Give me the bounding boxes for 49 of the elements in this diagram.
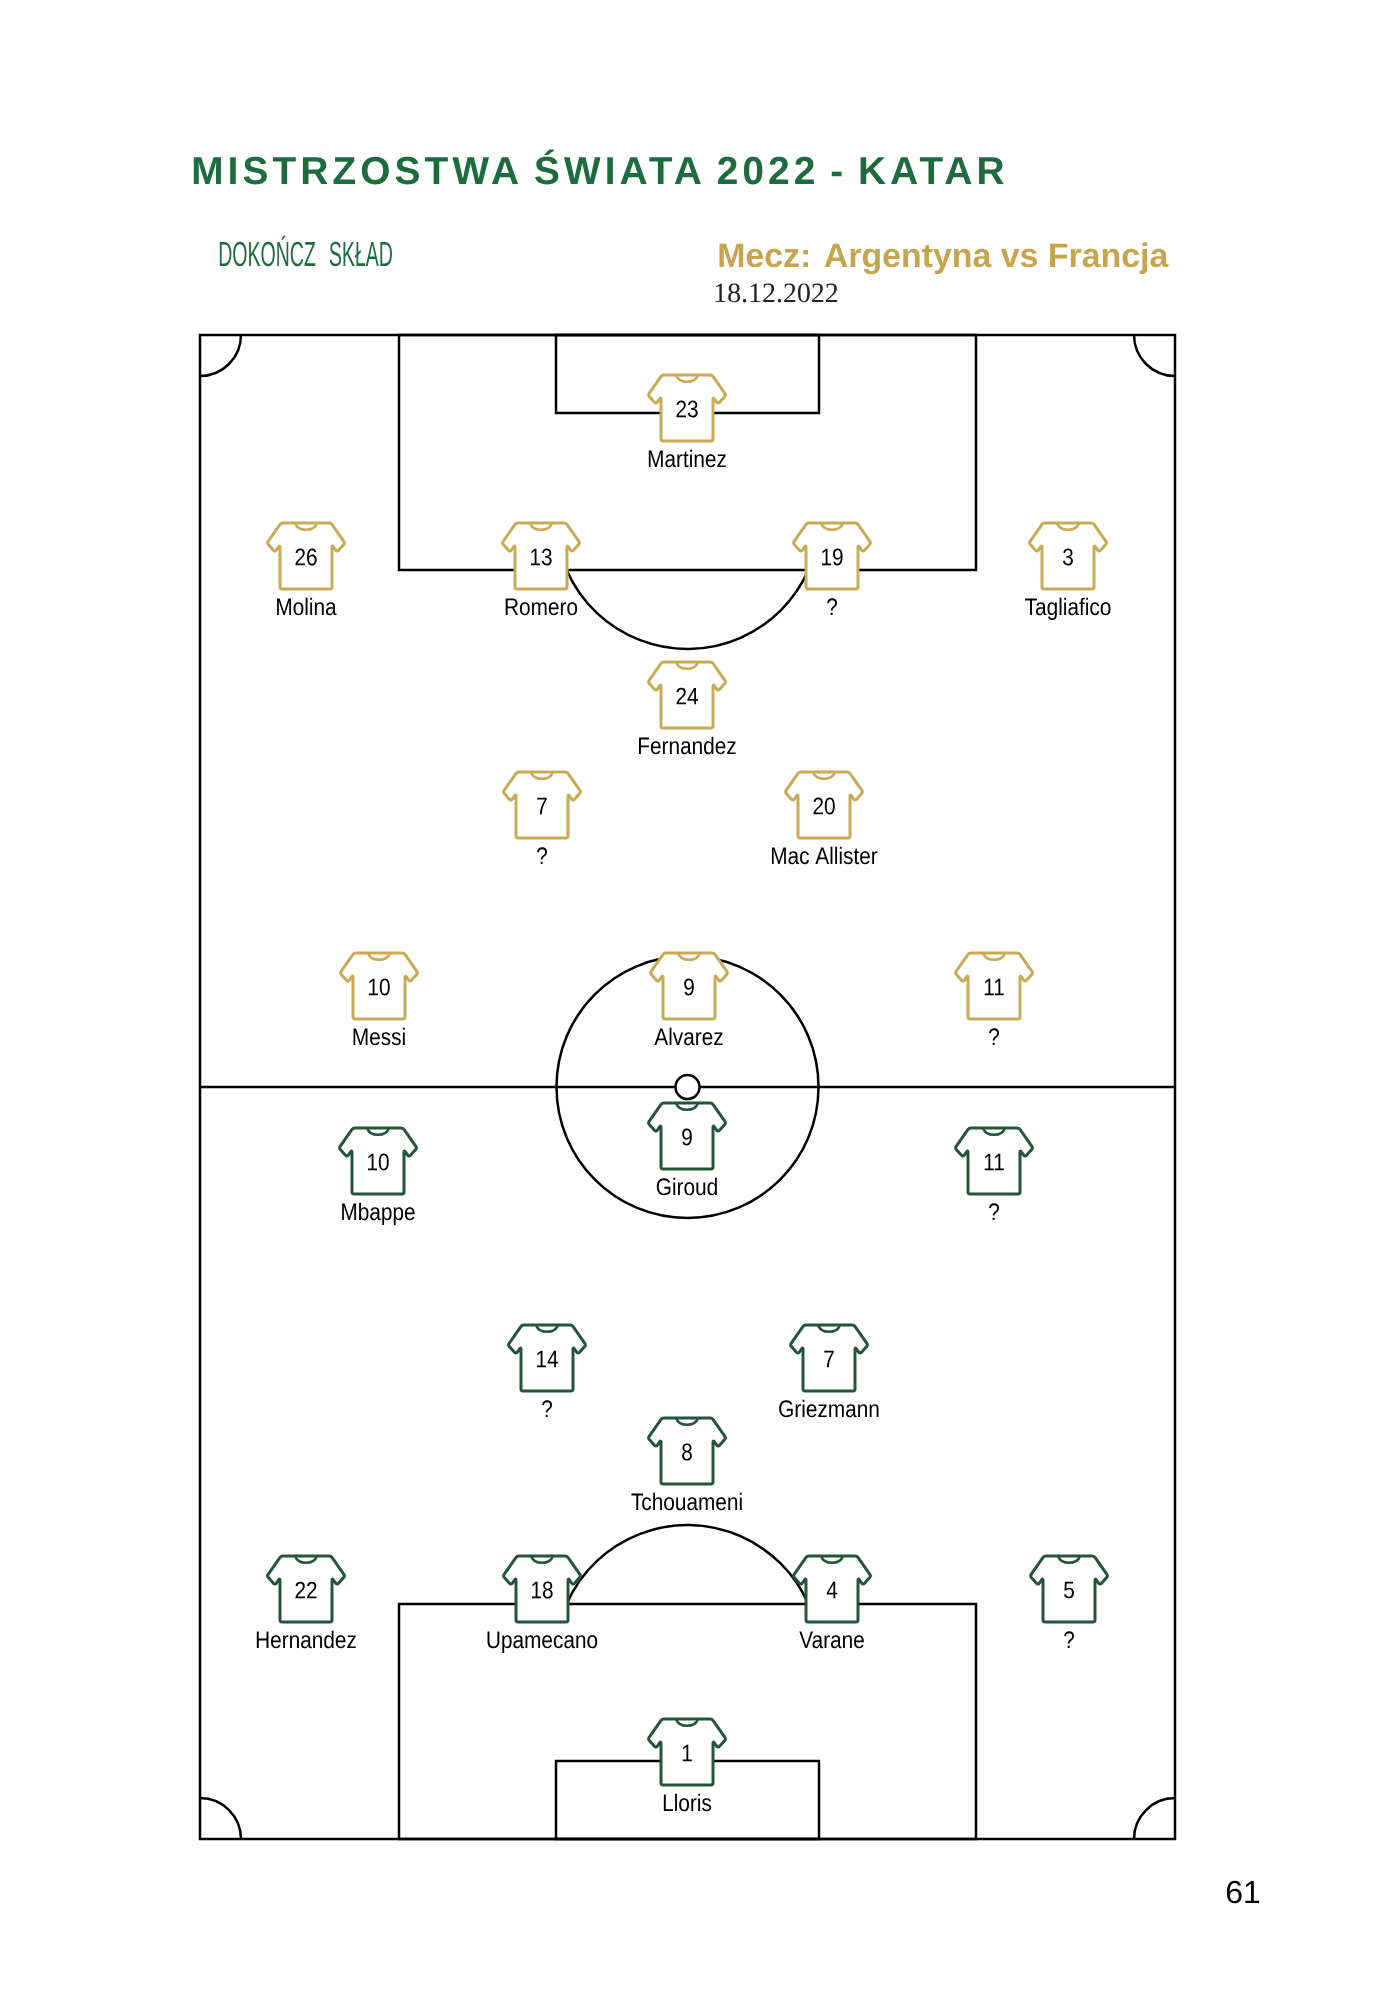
player-name: ? (542, 1400, 552, 1417)
jersey: 18 (502, 1554, 582, 1624)
jersey: 3 (1028, 521, 1108, 591)
instruction-text: DOKOŃCZ SKŁAD (219, 235, 392, 267)
player-name: Martinez (648, 449, 726, 468)
player-name: Mac Allister (771, 846, 878, 865)
player-name: ? (537, 847, 547, 864)
player-name: Upamecano (487, 1631, 598, 1653)
jersey: 9 (647, 1101, 727, 1171)
jersey: 1 (647, 1717, 727, 1787)
player-name: ? (827, 598, 837, 615)
player-name: ? (989, 1203, 999, 1220)
player-name: Hernandez (256, 1630, 356, 1649)
jersey: 4 (792, 1554, 872, 1624)
jersey: 7 (502, 770, 582, 840)
jersey: 14 (507, 1323, 587, 1393)
player-name: Tagliafico (1025, 597, 1111, 620)
jersey: 10 (338, 1126, 418, 1196)
jersey: 8 (647, 1416, 727, 1486)
jersey: 11 (954, 1126, 1034, 1196)
player-name: ? (1064, 1631, 1074, 1648)
jersey: 9 (649, 951, 729, 1021)
jersey: 23 (647, 373, 727, 443)
player-name: Romero (505, 598, 578, 616)
player-name: Tchouameni (631, 1492, 742, 1511)
title: MISTRZOSTWA ŚWIATA 2022 - KATAR (193, 149, 1004, 185)
match-heading: Mecz: Argentyna vs Francja (719, 242, 1169, 275)
page-number: 61 (1226, 1880, 1260, 1904)
jersey: 20 (784, 770, 864, 840)
player-name: Varane (799, 1631, 864, 1649)
jersey: 22 (266, 1554, 346, 1624)
jersey: 5 (1029, 1554, 1109, 1624)
jersey: 13 (501, 521, 581, 591)
player-name: Lloris (663, 1793, 712, 1812)
jersey: 10 (339, 951, 419, 1021)
player-name: Giroud (656, 1177, 717, 1196)
player-name: Fernandez (639, 736, 736, 755)
jersey: 19 (792, 521, 872, 591)
jersey: 11 (954, 951, 1034, 1021)
jersey: 24 (647, 660, 727, 730)
player-name: Messi (353, 1027, 405, 1046)
jersey: 26 (266, 521, 346, 591)
player-name: Mbappe (342, 1202, 415, 1225)
player-name: Griezmann (779, 1399, 879, 1418)
player-name: ? (989, 1028, 999, 1045)
player-name: Molina (277, 597, 337, 616)
jersey: 7 (789, 1323, 869, 1393)
player-name: Alvarez (654, 1027, 723, 1046)
date: 18.12.2022 (715, 283, 838, 303)
